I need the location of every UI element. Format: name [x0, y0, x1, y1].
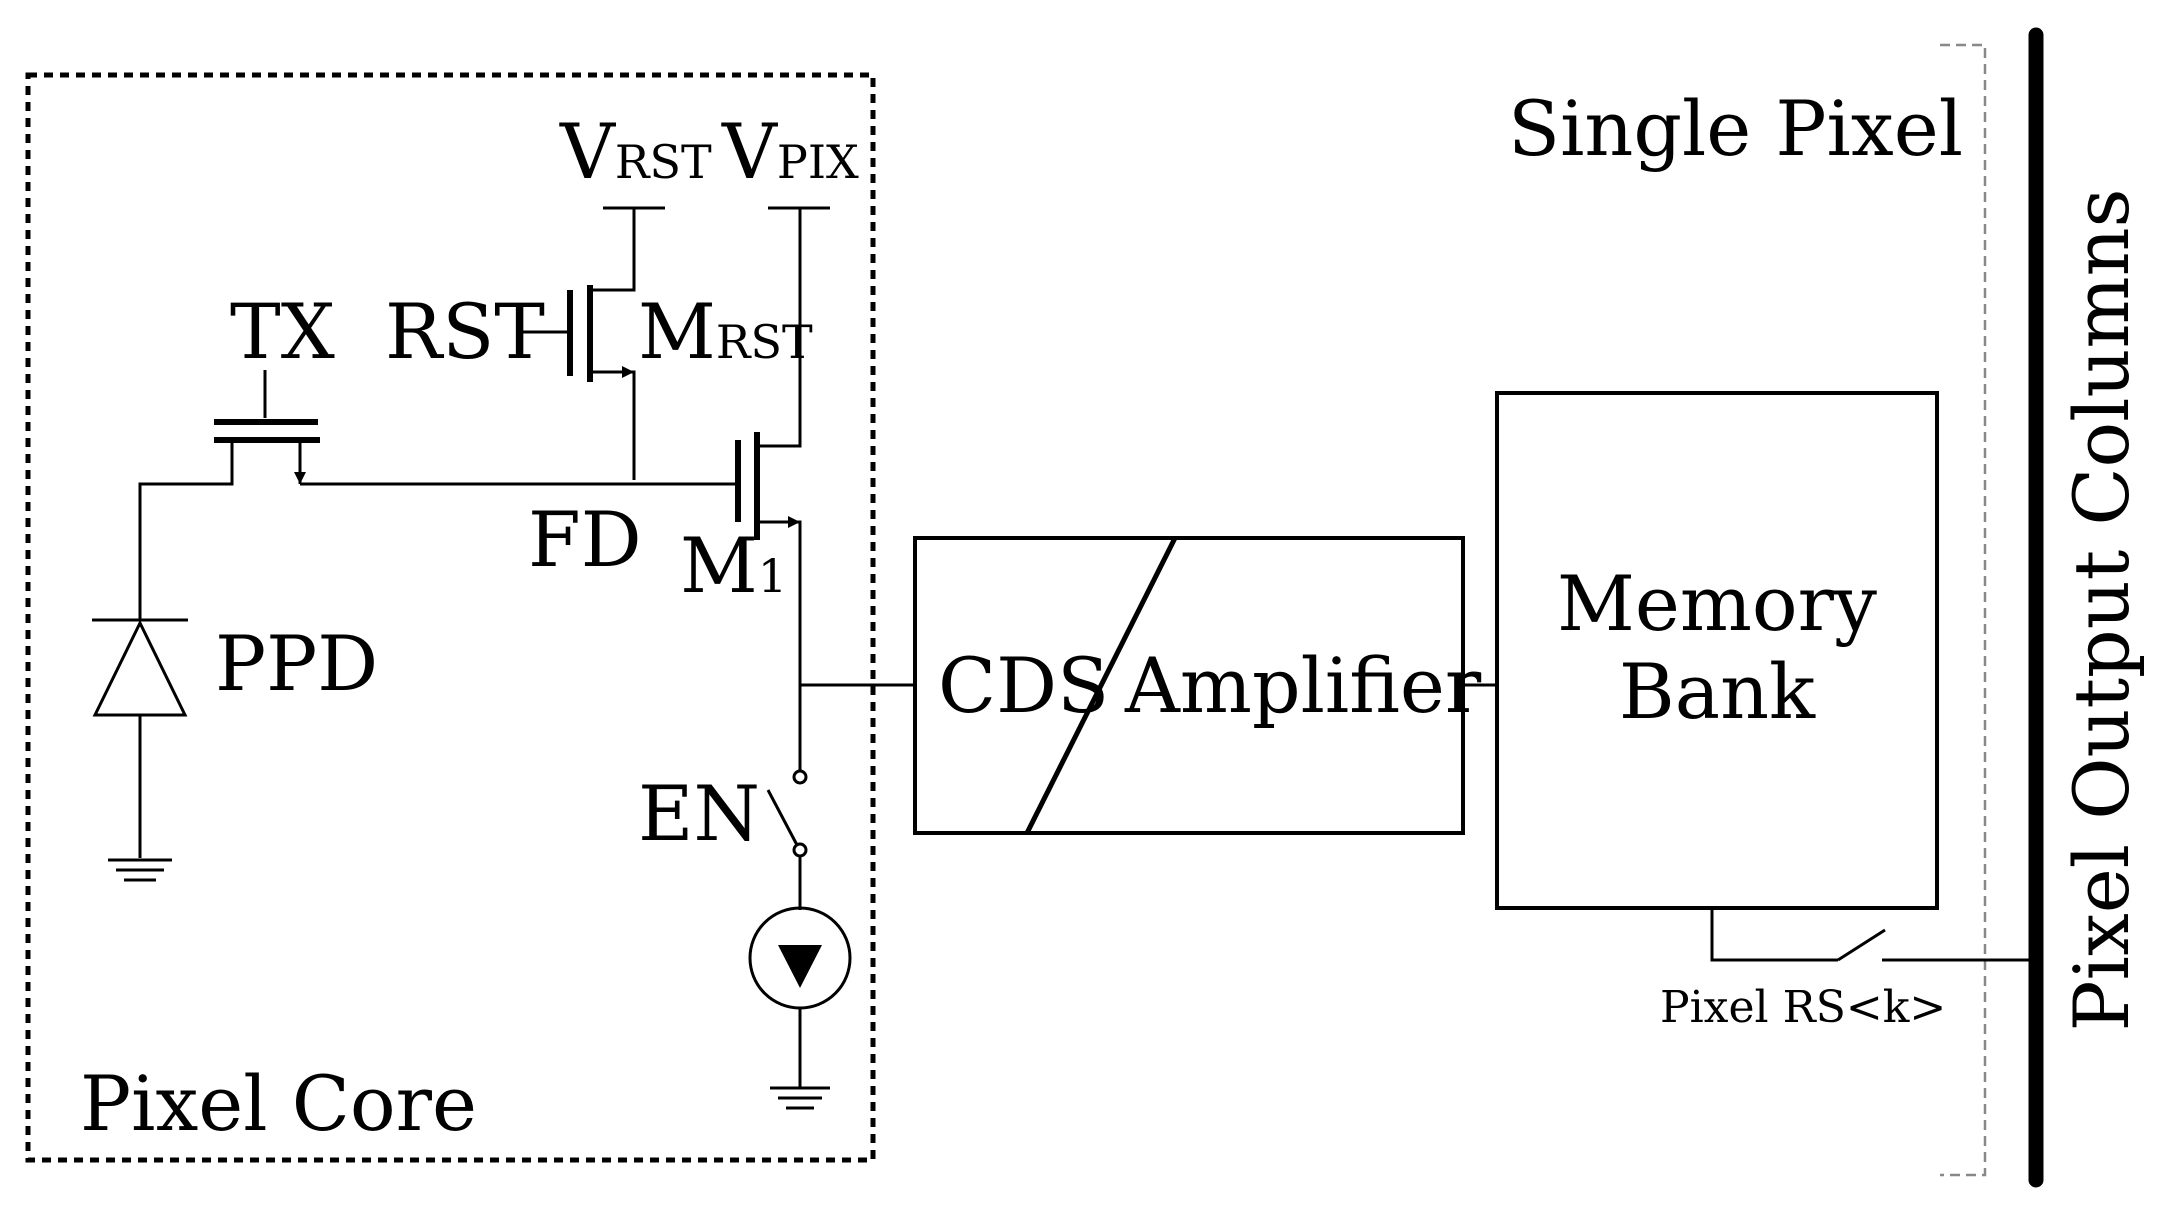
en-label: EN [638, 769, 760, 858]
memory-bank-label-line1: Memory [1557, 559, 1877, 648]
tx-transistor [138, 370, 320, 620]
current-source-icon [748, 906, 852, 1088]
mrst-transistor [523, 208, 636, 480]
cds-amplifier-divider [1024, 536, 1178, 835]
single-pixel-bracket [1940, 43, 1987, 1177]
en-switch [766, 769, 808, 910]
pixel-core-label: Pixel Core [80, 1059, 477, 1148]
vrst-label: VRST [559, 107, 712, 196]
current-source-ground-icon [770, 1086, 830, 1110]
pixel-rs-switch [1710, 908, 2036, 962]
memory-bank-label-line2: Bank [1619, 647, 1816, 736]
memory-bank-box [1495, 391, 1939, 910]
amplifier-label: Amplifier [1124, 641, 1482, 730]
tx-label: TX [230, 287, 335, 376]
mrst-label: MRST [638, 287, 813, 376]
single-pixel-label: Single Pixel [1508, 84, 1963, 173]
pixel-output-columns-label: Pixel Output Columns [2057, 188, 2146, 1031]
m1-label: M1 [680, 521, 787, 610]
m1-transistor [735, 208, 802, 775]
pixel-core-boundary [25, 72, 876, 1163]
rst-label: RST [385, 287, 545, 376]
cds-label: CDS [938, 641, 1109, 730]
vpix-label: VPIX [721, 107, 859, 196]
ppd-photodiode [92, 618, 188, 858]
ppd-label: PPD [215, 619, 378, 708]
fd-label: FD [528, 495, 642, 584]
ppd-ground-icon [108, 858, 172, 882]
pixel-rs-label: Pixel RS<k> [1660, 982, 1946, 1033]
